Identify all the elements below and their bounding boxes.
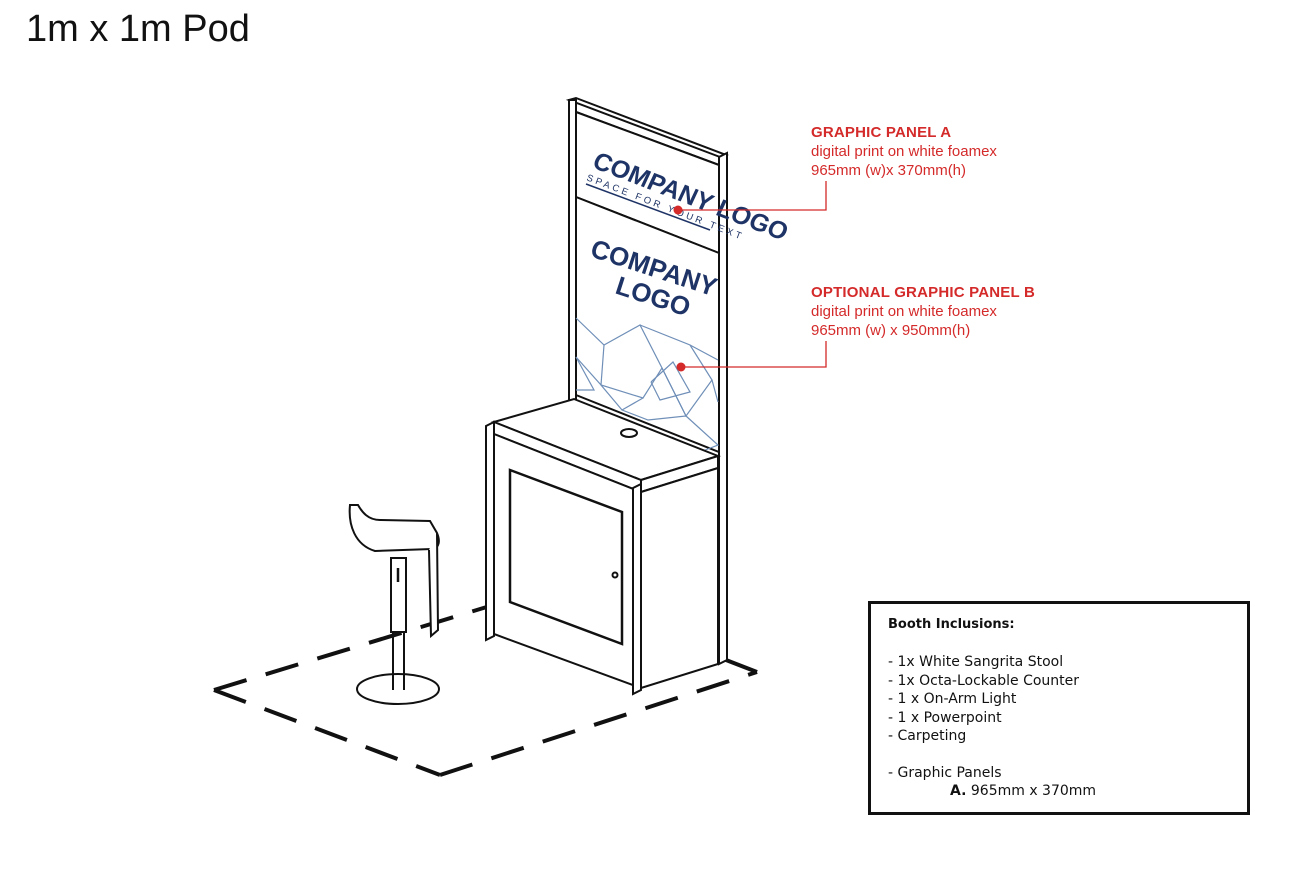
counter <box>485 397 722 696</box>
callout-panel-a: GRAPHIC PANEL A digital print on white f… <box>811 123 997 180</box>
marker-panel-a <box>673 205 683 215</box>
graphic-panel-b: COMPANY LOGO <box>575 195 721 454</box>
leader-panel-b <box>681 341 827 368</box>
inclusions-heading: Booth Inclusions: <box>888 617 1015 632</box>
inclusion-graphic-panels: - Graphic Panels <box>888 764 1002 781</box>
inclusion-item: - 1x White Sangrita Stool <box>888 654 1064 670</box>
callout-panel-a-size: 965mm (w)x 370mm(h) <box>811 162 967 179</box>
leader-panel-a <box>678 181 827 211</box>
inclusion-item: - Carpeting <box>888 728 967 744</box>
panel-a-size: 965mm x 370mm <box>970 783 1097 799</box>
callout-panel-b: OPTIONAL GRAPHIC PANEL B digital print o… <box>811 283 1035 340</box>
inclusion-item: - 1x Octa-Lockable Counter <box>888 672 1080 689</box>
inclusion-panel-a: A. 965mm x 370mm <box>888 782 1247 801</box>
callout-panel-a-material: digital print on white foamex <box>811 143 997 160</box>
callout-leaders <box>678 181 827 368</box>
floor-outline <box>213 604 758 777</box>
callout-panel-b-size: 965mm (w) x 950mm(h) <box>811 322 971 339</box>
callout-panel-b-heading: OPTIONAL GRAPHIC PANEL B <box>811 284 1035 301</box>
callout-panel-b-material: digital print on white foamex <box>811 303 997 320</box>
inclusion-item: - 1 x On-Arm Light <box>888 691 1017 707</box>
marker-panel-b <box>676 362 686 372</box>
inclusion-item: - 1 x Powerpoint <box>888 709 1002 726</box>
panel-a-rule <box>585 183 711 231</box>
callout-panel-a-heading: GRAPHIC PANEL A <box>811 124 952 141</box>
booth-inclusions-box: Booth Inclusions: - 1x White Sangrita St… <box>868 601 1250 815</box>
page-title: 1m x 1m Pod <box>26 8 250 50</box>
stool <box>348 504 440 705</box>
panel-a-label: A. <box>950 783 967 799</box>
